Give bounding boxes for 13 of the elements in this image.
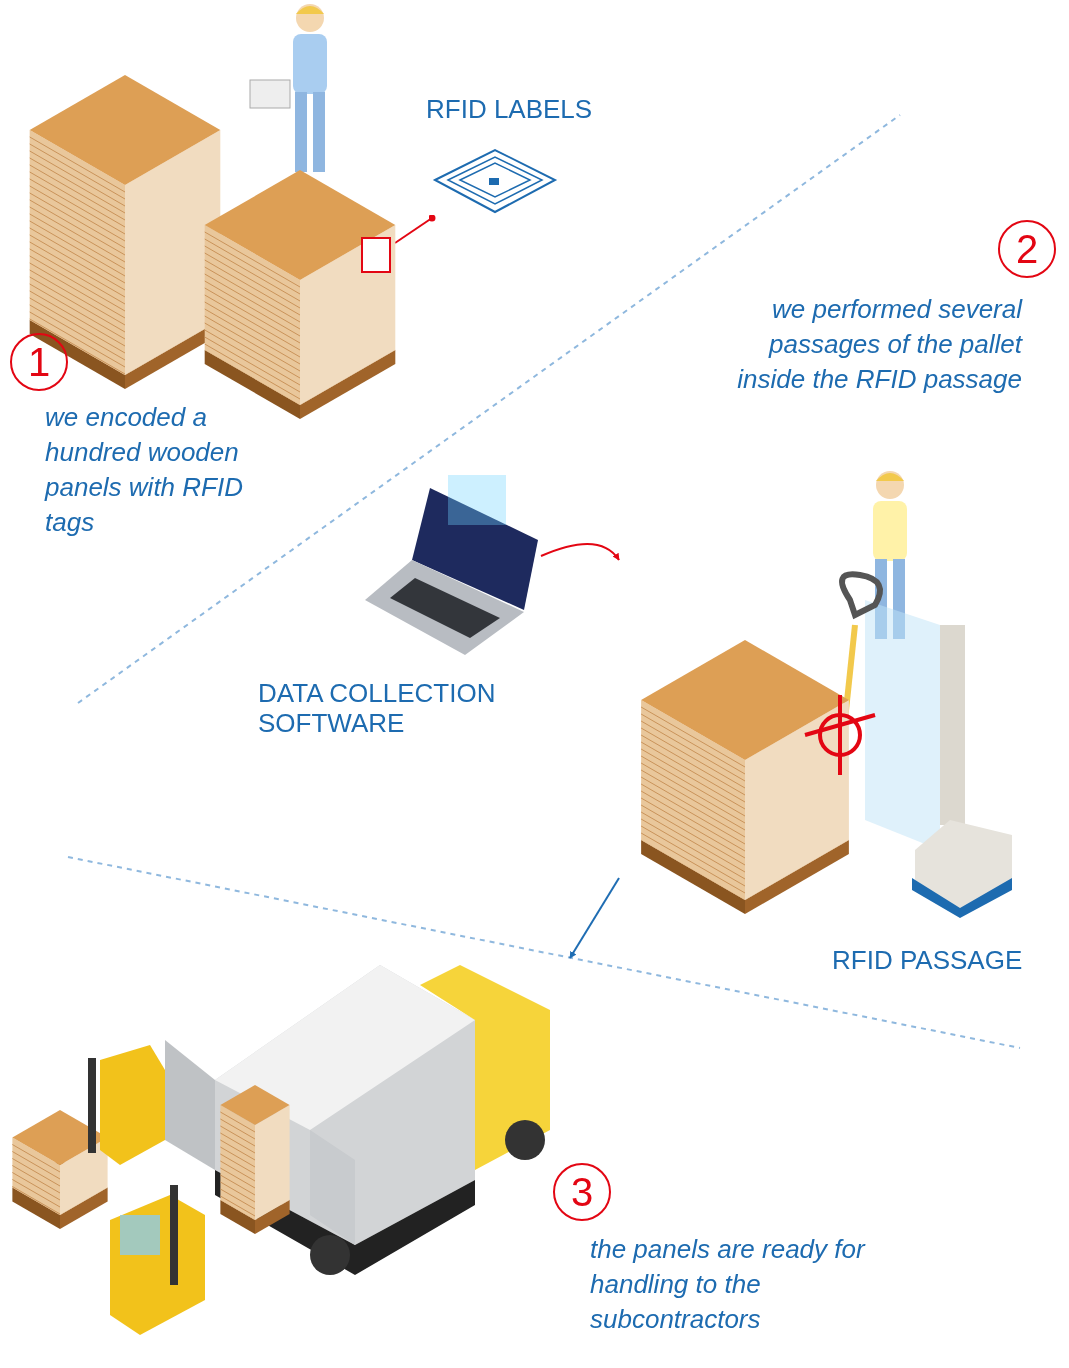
step-description: the panels are ready for handling to the subcontractors xyxy=(590,1233,867,1336)
step-number: 2 xyxy=(998,220,1056,278)
caption-text: DATA COLLECTION SOFTWARE xyxy=(258,678,497,738)
step-number: 3 xyxy=(553,1163,611,1221)
caption-text: RFID PASSAGE xyxy=(832,945,1024,975)
step-description: we encoded a hundred wooden panels with RFID tags xyxy=(45,401,244,539)
truck-loading-drawing xyxy=(11,965,550,1335)
step-number: 1 xyxy=(10,333,68,391)
leader-line xyxy=(394,214,436,244)
arrow xyxy=(540,543,620,561)
caption-text: RFID LABELS xyxy=(426,94,594,124)
step-description: we performed several passages of the pallet inside the RFID passage xyxy=(736,293,1022,396)
arrow xyxy=(569,877,620,959)
